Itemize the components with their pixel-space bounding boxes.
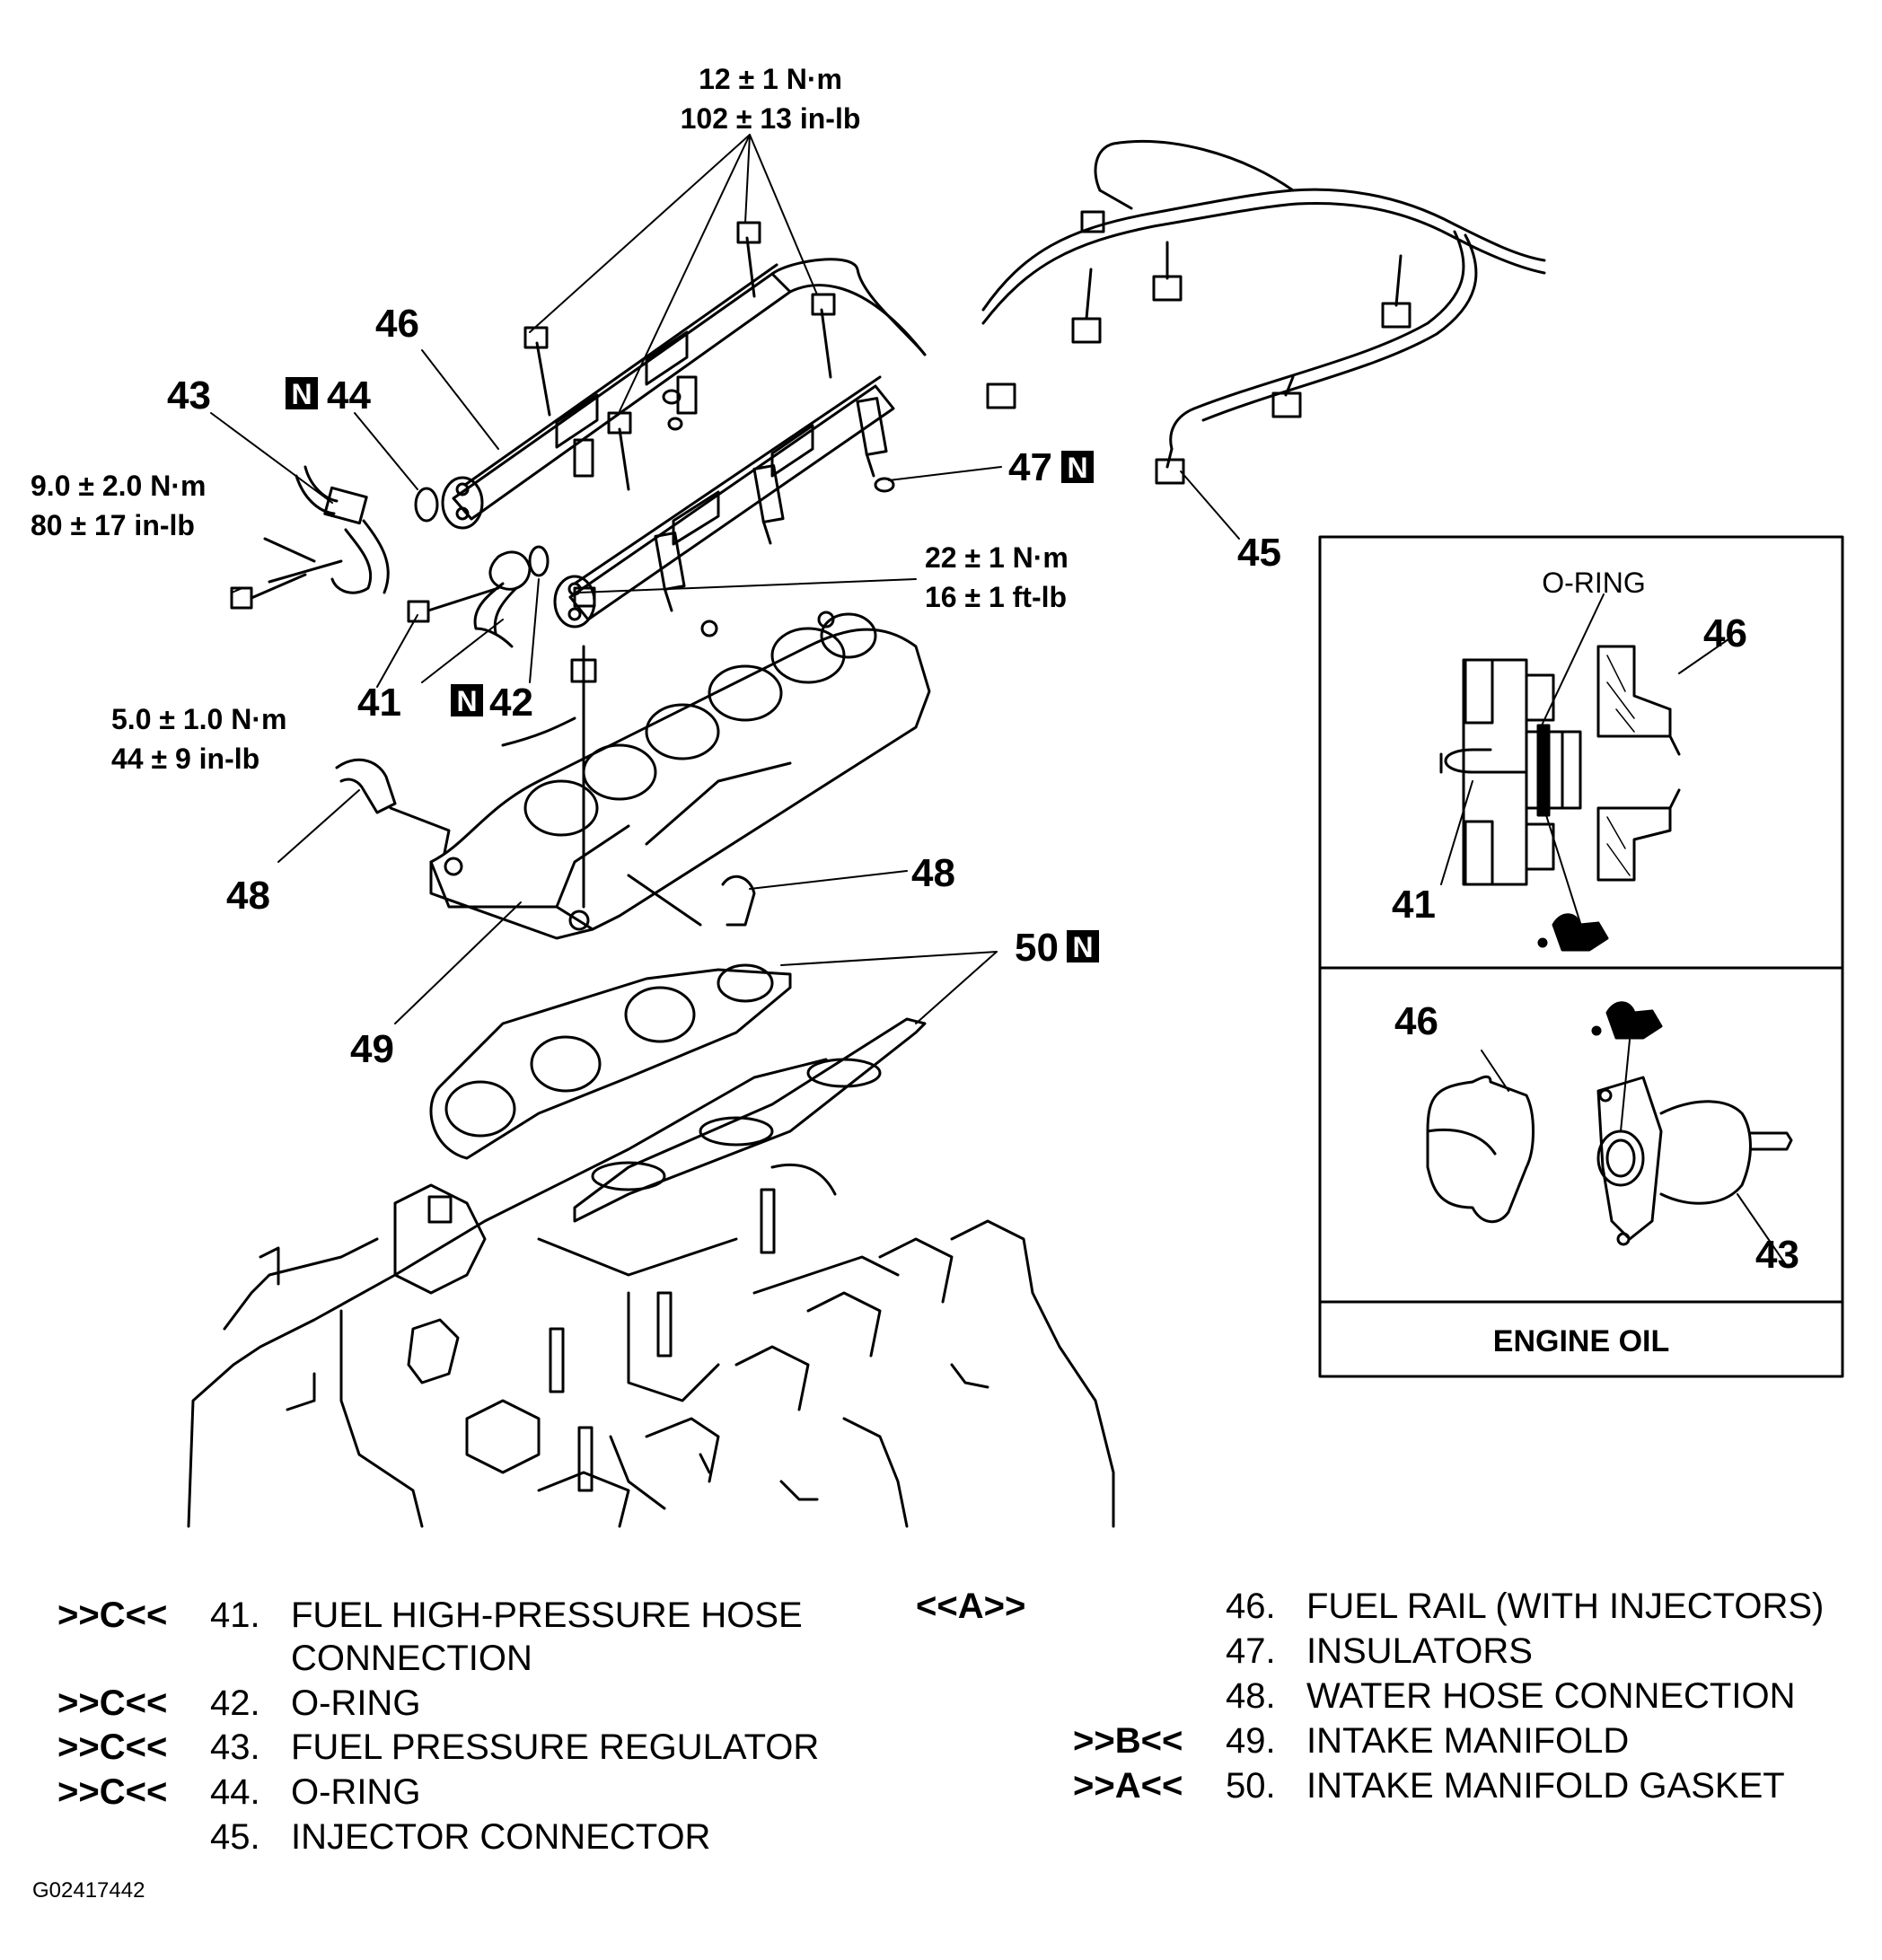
legend-num: 44. — [210, 1772, 260, 1812]
inset-footer-engine-oil: ENGINE OIL — [1493, 1324, 1669, 1358]
legend-code: >>C<< — [57, 1772, 168, 1812]
legend-text: O-RING — [291, 1772, 421, 1812]
new-badge-letter: N — [1067, 452, 1087, 484]
callout-46: 46 — [375, 302, 419, 346]
callout-50: 50 — [1015, 926, 1059, 970]
inset-labels: O-RING 46 41 46 43 ENGINE OIL — [1392, 567, 1799, 1358]
fuel-rail — [441, 221, 927, 628]
new-part-badge-42 — [451, 684, 483, 716]
leader-lines — [210, 134, 1240, 1024]
legend-num: 47. — [1226, 1631, 1276, 1671]
legend-row-42: >>C<< 42. O-RING — [57, 1682, 420, 1725]
callout-41: 41 — [357, 681, 401, 725]
legend-code: <<A>> — [916, 1586, 1026, 1626]
legend-text: WATER HOSE CONNECTION — [1306, 1676, 1796, 1716]
inset-hose-connection-detail — [1439, 593, 1729, 952]
legend-row-47: 47. INSULATORS — [1226, 1630, 1533, 1673]
legend-text: FUEL PRESSURE REGULATOR — [291, 1727, 820, 1767]
torque-manifold-nm: 22 ± 1 N·m — [925, 541, 1069, 574]
legend-row-50: >>A<< 50. INTAKE MANIFOLD GASKET — [1073, 1764, 1785, 1807]
legend-text: INSULATORS — [1306, 1631, 1533, 1671]
water-hose-connection — [335, 758, 756, 927]
callout-49: 49 — [350, 1027, 394, 1071]
legend-num: 42. — [210, 1683, 260, 1723]
legend-row-45: 45. INJECTOR CONNECTOR — [57, 1815, 710, 1859]
legend-code: >>A<< — [1073, 1766, 1183, 1806]
injector-connector-harness — [981, 140, 1546, 485]
intake-manifold — [429, 586, 931, 940]
legend-num: 48. — [1226, 1676, 1276, 1716]
fuel-pressure-regulator — [230, 465, 439, 610]
torque-regulator-nm: 9.0 ± 2.0 N·m — [31, 470, 206, 502]
torque-rail-bolts-inlb: 102 ± 13 in-lb — [681, 102, 861, 135]
legend-code-46: <<A>> — [916, 1585, 1025, 1628]
torque-rail-bolts-nm: 12 ± 1 N·m — [699, 63, 842, 95]
legend-num: 43. — [210, 1727, 260, 1767]
torque-hose-nm: 5.0 ± 1.0 N·m — [111, 703, 286, 735]
legend-num: 45. — [210, 1817, 260, 1857]
callout-numbers: 46 43 N 44 47 N 45 41 N 42 48 48 50 N 49 — [167, 302, 1281, 1071]
new-badge-letter: N — [1072, 931, 1093, 963]
legend-row-48: 48. WATER HOSE CONNECTION — [1226, 1674, 1795, 1718]
inset-callout-46-bottom: 46 — [1394, 999, 1438, 1043]
callout-43: 43 — [167, 374, 211, 417]
intake-manifold-gasket — [429, 963, 927, 1223]
callout-44: 44 — [327, 374, 371, 417]
legend-row-41: >>C<< 41. FUEL HIGH-PRESSURE HOSE — [57, 1594, 803, 1637]
callout-47: 47 — [1008, 445, 1052, 489]
inset-regulator-detail — [1426, 1001, 1793, 1267]
legend-text: FUEL HIGH-PRESSURE HOSE — [291, 1595, 803, 1635]
legend-code: >>C<< — [57, 1727, 168, 1767]
figure-id: G02417442 — [32, 1878, 145, 1903]
legend-num: 46. — [1226, 1586, 1276, 1626]
new-badge-letter: N — [291, 378, 312, 410]
torque-hose-inlb: 44 ± 9 in-lb — [111, 743, 259, 775]
torque-regulator-inlb: 80 ± 17 in-lb — [31, 509, 195, 541]
engine-cylinder-head — [187, 1058, 1115, 1528]
legend-num: 49. — [1226, 1721, 1276, 1761]
new-part-badge-44 — [286, 377, 318, 409]
legend-code: >>B<< — [1073, 1721, 1183, 1761]
inset-callout-43: 43 — [1755, 1233, 1799, 1277]
new-part-badge-47 — [1061, 451, 1094, 483]
legend-code: >>C<< — [57, 1683, 168, 1723]
callout-48-right: 48 — [911, 851, 955, 895]
legend-text: INJECTOR CONNECTOR — [291, 1817, 711, 1857]
legend-text: FUEL RAIL (WITH INJECTORS) — [1306, 1586, 1825, 1626]
callout-45: 45 — [1237, 531, 1281, 575]
inset-callout-46-top: 46 — [1703, 611, 1747, 655]
legend-row-46: 46. FUEL RAIL (WITH INJECTORS) — [1226, 1585, 1824, 1628]
legend-text: INTAKE MANIFOLD — [1306, 1721, 1630, 1761]
legend-row-44: >>C<< 44. O-RING — [57, 1771, 420, 1814]
legend-row-41-cont: CONNECTION — [291, 1637, 532, 1680]
callout-48-left: 48 — [226, 874, 270, 918]
detail-inset: O-RING 46 41 46 43 ENGINE OIL — [1318, 535, 1844, 1378]
legend-text: INTAKE MANIFOLD GASKET — [1306, 1766, 1785, 1806]
legend-num: 41. — [210, 1595, 260, 1635]
inset-callout-41: 41 — [1392, 883, 1436, 927]
torque-manifold-ftlb: 16 ± 1 ft-lb — [925, 581, 1067, 613]
legend-num: 50. — [1226, 1766, 1276, 1806]
legend-text: CONNECTION — [291, 1639, 532, 1678]
legend-row-43: >>C<< 43. FUEL PRESSURE REGULATOR — [57, 1726, 819, 1769]
inset-oring-label: O-RING — [1542, 567, 1646, 599]
new-part-badge-50 — [1067, 930, 1099, 962]
torque-labels: 12 ± 1 N·m 102 ± 13 in-lb 9.0 ± 2.0 N·m … — [31, 63, 1069, 775]
legend-row-49: >>B<< 49. INTAKE MANIFOLD — [1073, 1719, 1629, 1762]
callout-42: 42 — [489, 681, 533, 725]
fuel-high-pressure-hose-connection — [407, 545, 550, 648]
new-badge-letter: N — [456, 685, 477, 717]
legend-text: O-RING — [291, 1683, 421, 1723]
legend-code: >>C<< — [57, 1595, 168, 1635]
